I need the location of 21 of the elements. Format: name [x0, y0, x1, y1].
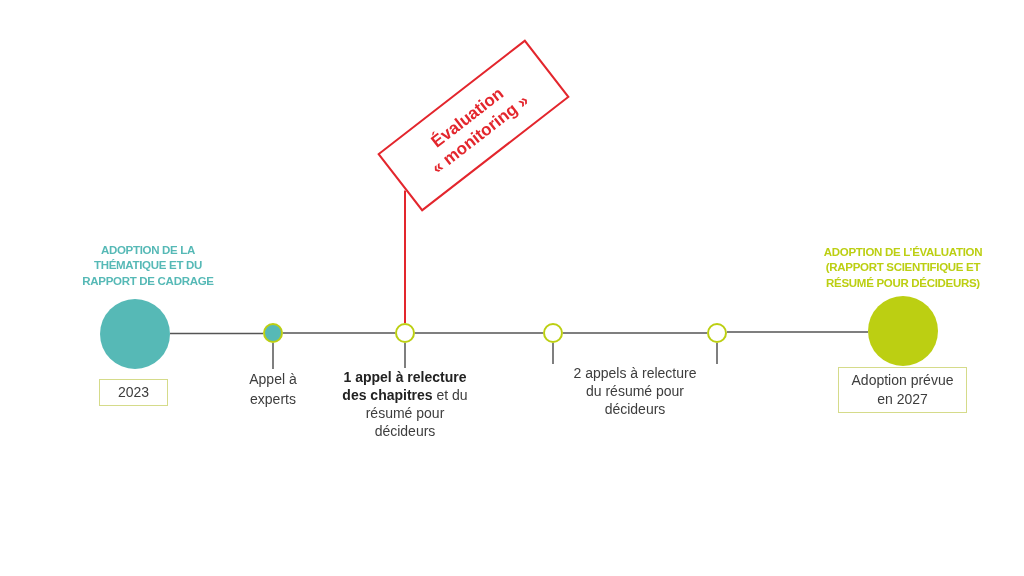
milestone-dot	[263, 323, 283, 343]
connector-line	[272, 342, 274, 370]
milestone-dot	[543, 323, 563, 343]
timeline-line	[414, 332, 544, 334]
milestone-heading: ADOPTION DE L’ÉVALUATION (RAPPORT SCIENTIFIQUE ET RÉSUMÉ POUR DÉCIDEURS)	[822, 244, 984, 291]
date-box: Adoption prévue en 2027	[838, 367, 967, 413]
date-box: 2023	[99, 379, 168, 406]
milestone-dot	[707, 323, 727, 343]
step-label: 2 appels à relecture du résumé pour décideurs	[572, 364, 698, 418]
connector-line	[404, 189, 406, 324]
step-label: Appel à experts	[248, 370, 298, 409]
connector-line	[404, 342, 406, 369]
step-label: 1 appel à relecture des chapitres et du résumé pour décideurs	[341, 368, 469, 440]
milestone-heading: ADOPTION DE LA THÉMATIQUE ET DU RAPPORT DE CADRAGE	[81, 242, 215, 289]
timeline-line	[169, 332, 264, 335]
connector-line	[716, 342, 718, 365]
timeline-line	[562, 332, 708, 334]
connector-line	[552, 342, 554, 365]
timeline-line	[726, 331, 869, 333]
timeline-line	[282, 332, 396, 334]
milestone-dot	[395, 323, 415, 343]
